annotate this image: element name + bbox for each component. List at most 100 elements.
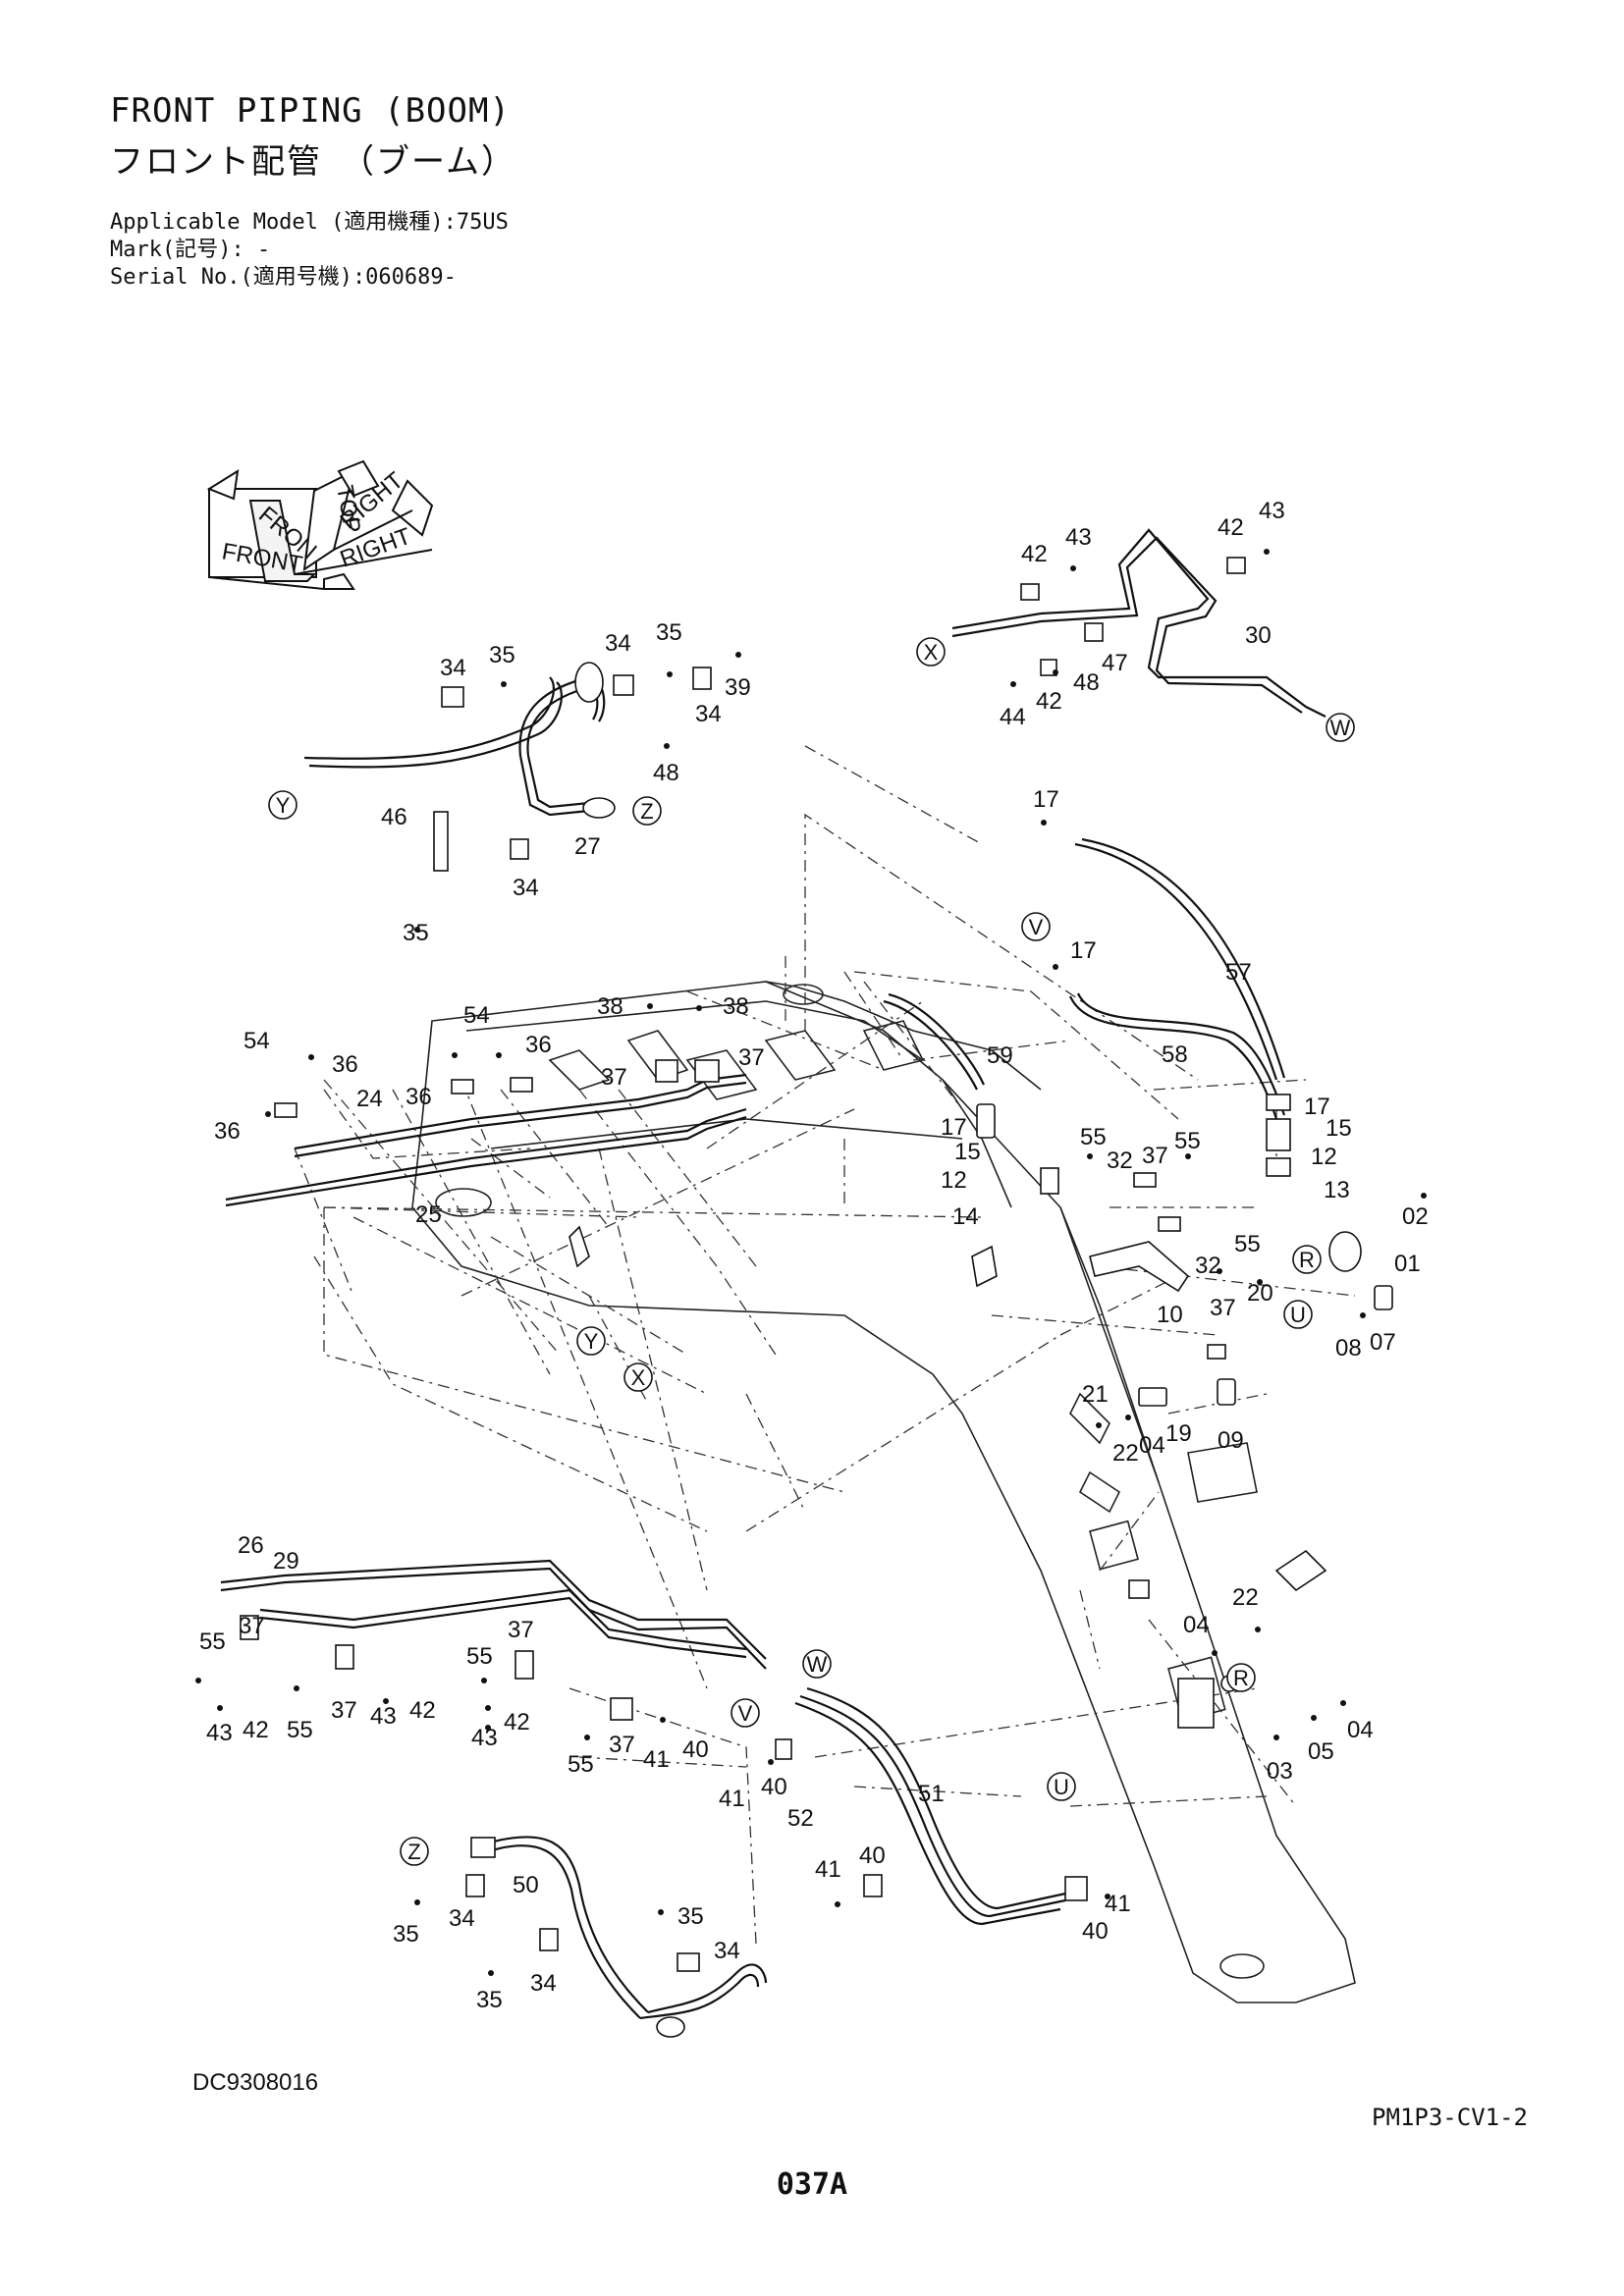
part-label: 02 bbox=[1402, 1203, 1429, 1230]
part-label: 41 bbox=[719, 1786, 745, 1812]
part-label: 42 bbox=[504, 1709, 530, 1735]
part-label: 35 bbox=[393, 1921, 419, 1948]
part-label: 38 bbox=[723, 993, 749, 1020]
part-label: 04 bbox=[1347, 1717, 1374, 1743]
part-label: 48 bbox=[1073, 669, 1100, 696]
part-label: 43 bbox=[471, 1725, 498, 1751]
part-label: 37 bbox=[1142, 1143, 1168, 1169]
part-label: 17 bbox=[1070, 937, 1097, 964]
view-marker-v: V bbox=[1029, 915, 1044, 939]
part-label: 10 bbox=[1157, 1302, 1183, 1328]
part-label: 37 bbox=[1210, 1295, 1236, 1321]
part-label: 26 bbox=[238, 1532, 264, 1559]
part-label: 32 bbox=[1195, 1253, 1221, 1279]
part-label: 22 bbox=[1112, 1440, 1139, 1467]
part-label: 43 bbox=[370, 1703, 397, 1730]
part-label: 05 bbox=[1308, 1738, 1334, 1765]
part-label: 34 bbox=[714, 1938, 740, 1964]
part-label: 55 bbox=[1080, 1124, 1107, 1150]
part-label: 25 bbox=[415, 1201, 442, 1228]
part-label: 55 bbox=[568, 1751, 594, 1778]
part-label: 42 bbox=[243, 1717, 269, 1743]
part-label: 37 bbox=[239, 1613, 265, 1639]
part-label: 43 bbox=[206, 1720, 233, 1746]
view-marker-y-boom: Y bbox=[584, 1329, 599, 1354]
part-label: 37 bbox=[601, 1064, 627, 1091]
part-label: 37 bbox=[508, 1617, 534, 1643]
part-label: 21 bbox=[1082, 1381, 1109, 1408]
part-label: 36 bbox=[525, 1032, 552, 1058]
page-title-japanese: フロント配管 （ブーム） bbox=[110, 142, 516, 182]
part-label: 15 bbox=[1326, 1115, 1352, 1142]
part-label: 24 bbox=[356, 1086, 383, 1112]
part-label: 54 bbox=[244, 1028, 270, 1054]
applicable-model: Applicable Model (適用機種):75US bbox=[110, 210, 509, 235]
part-label: 12 bbox=[941, 1167, 967, 1194]
part-label: 38 bbox=[597, 993, 623, 1020]
part-label: 34 bbox=[440, 655, 466, 681]
part-label: 42 bbox=[1218, 514, 1244, 541]
part-label: 12 bbox=[1311, 1144, 1337, 1170]
part-label: 40 bbox=[682, 1736, 709, 1763]
part-label: 30 bbox=[1245, 622, 1272, 649]
part-label: 40 bbox=[761, 1774, 787, 1800]
part-label: 55 bbox=[287, 1717, 313, 1743]
view-marker-u-boom: U bbox=[1054, 1775, 1069, 1799]
part-label: 22 bbox=[1232, 1584, 1259, 1611]
part-callouts: 42 43 42 43 30 48 47 42 44 34 35 34 35 3… bbox=[199, 498, 1429, 2013]
view-marker-u: U bbox=[1290, 1303, 1306, 1327]
part-label: 55 bbox=[199, 1629, 226, 1655]
orientation-icon bbox=[206, 459, 434, 590]
mark-field: Mark(記号): - bbox=[110, 238, 271, 262]
part-label: 35 bbox=[476, 1987, 503, 2013]
view-marker-z-boom: Z bbox=[407, 1840, 420, 1864]
view-marker-x: X bbox=[924, 640, 939, 665]
view-marker-w-boom: W bbox=[807, 1652, 828, 1677]
part-label: 52 bbox=[787, 1805, 814, 1832]
part-label: 34 bbox=[695, 701, 722, 727]
part-label: 35 bbox=[489, 642, 515, 668]
view-marker-w: W bbox=[1330, 716, 1351, 740]
part-label: 27 bbox=[574, 833, 601, 860]
pipes bbox=[220, 528, 1326, 2020]
bolt-markers bbox=[195, 549, 1427, 1976]
part-label: 37 bbox=[331, 1697, 357, 1724]
part-label: 15 bbox=[954, 1139, 981, 1165]
view-marker-r-boom: R bbox=[1233, 1666, 1249, 1690]
page-title: FRONT PIPING (BOOM) bbox=[110, 91, 511, 131]
part-label: 19 bbox=[1165, 1420, 1192, 1447]
part-label: 36 bbox=[214, 1118, 241, 1145]
part-label: 55 bbox=[1234, 1231, 1261, 1257]
part-label: 43 bbox=[1065, 524, 1092, 551]
part-label: 35 bbox=[403, 920, 429, 946]
part-label: 54 bbox=[463, 1002, 490, 1029]
part-label: 37 bbox=[738, 1044, 765, 1071]
part-label: 34 bbox=[449, 1905, 475, 1932]
serial-number: Serial No.(適用号機):060689- bbox=[110, 265, 457, 290]
part-label: 58 bbox=[1162, 1041, 1188, 1068]
part-label: 07 bbox=[1370, 1329, 1396, 1356]
part-label: 36 bbox=[332, 1051, 358, 1078]
part-label: 17 bbox=[1033, 786, 1059, 813]
part-label: 17 bbox=[941, 1114, 967, 1141]
view-marker-z: Z bbox=[640, 799, 653, 824]
part-label: 32 bbox=[1107, 1148, 1133, 1174]
view-markers bbox=[268, 637, 1355, 1866]
part-label: 34 bbox=[513, 875, 539, 901]
part-label: 50 bbox=[513, 1872, 539, 1898]
part-label: 17 bbox=[1304, 1094, 1330, 1120]
part-label: 14 bbox=[952, 1203, 979, 1230]
part-label: 44 bbox=[1000, 704, 1026, 730]
view-marker-y: Y bbox=[276, 793, 291, 818]
part-label: 03 bbox=[1267, 1758, 1293, 1785]
part-label: 09 bbox=[1218, 1427, 1244, 1454]
drawing-number: DC9308016 bbox=[192, 2069, 319, 2096]
sheet-code: PM1P3-CV1-2 bbox=[1372, 2104, 1528, 2131]
part-label: 04 bbox=[1139, 1432, 1165, 1459]
part-label: 46 bbox=[381, 804, 407, 830]
part-label: 34 bbox=[530, 1970, 557, 1997]
part-label: 43 bbox=[1259, 498, 1285, 524]
part-label: 34 bbox=[605, 630, 631, 657]
part-label: 42 bbox=[409, 1697, 436, 1724]
